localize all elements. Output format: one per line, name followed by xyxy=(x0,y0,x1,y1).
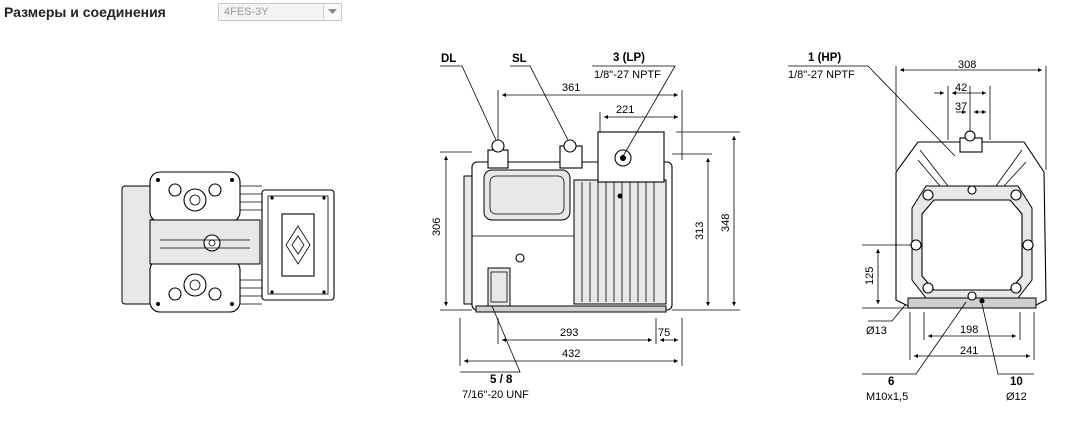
side-view: 1 (HP) 1/8"-27 NPTF 308 42 37 125 Ø13 19… xyxy=(788,52,1047,403)
port-58-label: 5 / 8 xyxy=(490,374,513,386)
page-header: Размеры и соединения 4FES-3Y xyxy=(0,0,1065,24)
top-view xyxy=(121,171,335,313)
sl-label: SL xyxy=(512,53,527,65)
model-select-value: 4FES-3Y xyxy=(224,6,269,18)
dim-348: 348 xyxy=(720,214,732,232)
model-select[interactable]: 4FES-3Y xyxy=(218,3,342,21)
dim-37: 37 xyxy=(955,101,967,113)
page-title: Размеры и соединения xyxy=(4,4,166,20)
front-view: DL SL 3 (LP) 1/8"-27 NPTF 361 221 306 31… xyxy=(431,52,740,401)
dl-label: DL xyxy=(441,53,456,65)
dim-241: 241 xyxy=(960,345,978,357)
dia-13: Ø13 xyxy=(866,325,887,337)
dim-42: 42 xyxy=(955,82,967,94)
lp-number-label: 3 (LP) xyxy=(613,52,645,64)
port-6-thread: M10x1,5 xyxy=(866,391,908,403)
chevron-down-icon[interactable] xyxy=(323,4,341,20)
dim-198: 198 xyxy=(960,324,978,336)
dim-313: 313 xyxy=(694,222,706,240)
dim-361: 361 xyxy=(562,82,580,94)
port-58-thread: 7/16"-20 UNF xyxy=(462,389,529,401)
dim-306: 306 xyxy=(431,218,443,236)
dim-221: 221 xyxy=(616,104,634,116)
hp-thread-label: 1/8"-27 NPTF xyxy=(788,69,855,81)
hp-number-label: 1 (HP) xyxy=(808,52,841,64)
dim-308: 308 xyxy=(958,59,976,71)
dim-125: 125 xyxy=(864,267,876,285)
lp-thread-label: 1/8"-27 NPTF xyxy=(594,69,661,81)
port-10-dia: Ø12 xyxy=(1006,391,1027,403)
dim-432: 432 xyxy=(562,348,580,360)
dim-293: 293 xyxy=(560,327,578,339)
port-10-label: 10 xyxy=(1010,376,1023,388)
dim-75: 75 xyxy=(658,327,670,339)
port-6-label: 6 xyxy=(888,376,894,388)
